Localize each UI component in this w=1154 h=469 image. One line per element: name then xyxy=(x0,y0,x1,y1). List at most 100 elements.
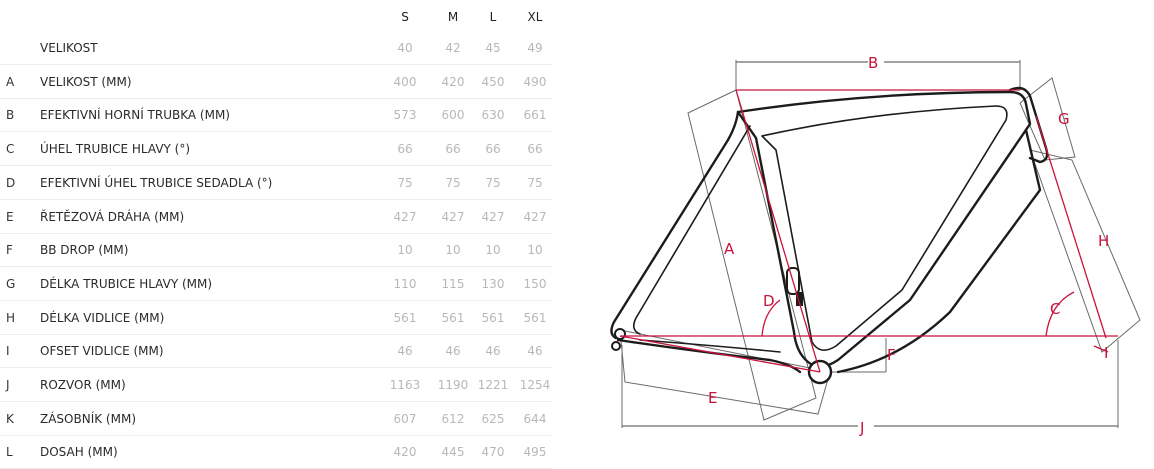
label-c: C xyxy=(1050,300,1060,318)
cell-s: 427 xyxy=(393,209,417,224)
cell-xl: 661 xyxy=(523,108,547,123)
row-label: VELIKOST (MM) xyxy=(40,74,132,89)
row-letter: I xyxy=(6,344,10,359)
row-divider xyxy=(0,165,552,167)
row-label: DÉLKA TRUBICE HLAVY (MM) xyxy=(40,276,213,291)
cell-m: 42 xyxy=(445,41,461,55)
row-label: BB DROP (MM) xyxy=(40,243,129,258)
cell-s: 561 xyxy=(393,310,417,325)
cell-xl: 644 xyxy=(523,411,547,426)
row-label: DOSAH (MM) xyxy=(40,445,118,460)
table-row: H DÉLKA VIDLICE (MM) 561 561 561 561 xyxy=(0,302,552,335)
size-header-s: S xyxy=(401,10,409,24)
cell-xl: 46 xyxy=(527,344,543,359)
cell-m: 561 xyxy=(441,310,465,325)
cell-m: 115 xyxy=(441,276,465,291)
front-derailleur-mount xyxy=(796,292,803,306)
cell-xl: 66 xyxy=(527,142,543,157)
row-label: ÚHEL TRUBICE HLAVY (°) xyxy=(40,142,191,157)
cell-xl: 495 xyxy=(523,445,547,460)
row-letter: H xyxy=(6,310,16,325)
cell-m: 1190 xyxy=(437,378,469,392)
rear-dropout-upper xyxy=(614,328,626,340)
cell-s: 400 xyxy=(393,74,417,89)
cell-l: 561 xyxy=(481,310,505,325)
row-label: EFEKTIVNÍ HORNÍ TRUBKA (MM) xyxy=(40,108,230,123)
size-header-l: L xyxy=(489,10,497,24)
cell-l: 630 xyxy=(481,108,505,123)
cell-xl: 490 xyxy=(523,74,547,89)
cell-xl: 1254 xyxy=(519,378,551,392)
cell-s: 75 xyxy=(397,175,413,190)
cell-m: 10 xyxy=(445,243,461,258)
cell-l: 625 xyxy=(481,411,505,426)
cell-s: 1163 xyxy=(389,378,421,392)
row-letter: A xyxy=(6,74,15,89)
cell-m: 420 xyxy=(441,74,465,89)
row-divider xyxy=(0,401,552,402)
cell-l: 427 xyxy=(481,209,505,224)
row-divider xyxy=(0,131,552,133)
label-g: G xyxy=(1058,110,1070,128)
cell-l: 130 xyxy=(481,276,505,291)
cell-xl: 427 xyxy=(523,209,547,224)
label-j: J xyxy=(859,419,864,437)
fork-guide-box xyxy=(1029,149,1141,353)
row-letter: B xyxy=(6,108,15,123)
cell-s: 573 xyxy=(393,108,417,123)
front-triangle-inner xyxy=(761,105,1008,351)
cell-xl: 10 xyxy=(527,243,543,258)
label-d: D xyxy=(763,292,775,310)
cell-l: 66 xyxy=(485,142,501,157)
chain-stay-inner xyxy=(639,339,781,353)
seat-stay-outer xyxy=(610,110,740,340)
cell-xl: 561 xyxy=(523,310,547,325)
row-label: DÉLKA VIDLICE (MM) xyxy=(40,310,165,325)
cell-xl: 150 xyxy=(523,276,547,291)
cell-s: 420 xyxy=(393,445,417,460)
row-letter: F xyxy=(6,243,13,258)
label-a: A xyxy=(724,240,735,258)
cell-l: 75 xyxy=(485,175,501,190)
c-angle-arc xyxy=(1045,291,1075,337)
label-f: F xyxy=(887,346,896,364)
label-e: E xyxy=(708,389,717,407)
row-label: OFSET VIDLICE (MM) xyxy=(40,344,164,359)
front-triangle-outer xyxy=(736,90,1032,368)
size-header-m: M xyxy=(447,10,459,24)
cell-s: 40 xyxy=(397,41,413,55)
size-header-xl: XL xyxy=(527,10,543,24)
cell-m: 46 xyxy=(445,344,461,359)
row-divider xyxy=(0,198,552,200)
row-letter: C xyxy=(6,142,15,157)
cell-m: 427 xyxy=(441,209,465,224)
cell-l: 46 xyxy=(485,344,501,359)
bottle-mount xyxy=(786,267,800,295)
cell-s: 46 xyxy=(397,344,413,359)
cell-m: 66 xyxy=(445,142,461,157)
row-divider xyxy=(0,64,552,65)
e-red-line xyxy=(619,335,821,373)
down-tube-outer xyxy=(836,128,1042,374)
row-letter: K xyxy=(6,411,14,426)
d-angle-arc xyxy=(761,299,781,337)
label-h: H xyxy=(1098,232,1109,250)
row-label: ROZVOR (MM) xyxy=(40,378,126,392)
cell-l: 1221 xyxy=(477,378,509,392)
row-letter: G xyxy=(6,276,16,291)
seat-stay-inner xyxy=(632,125,751,335)
row-letter: D xyxy=(6,175,16,190)
row-label: ZÁSOBNÍK (MM) xyxy=(40,411,136,426)
row-letter: L xyxy=(6,445,13,460)
